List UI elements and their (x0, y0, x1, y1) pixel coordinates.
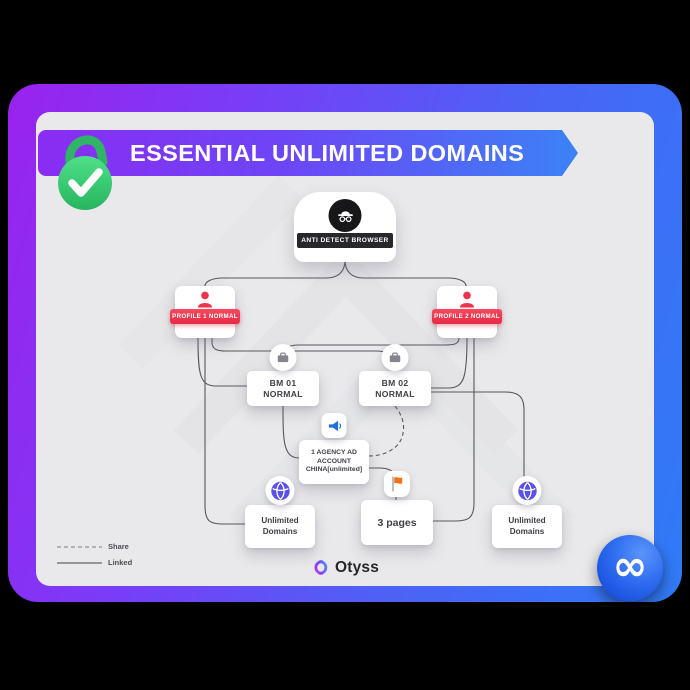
bm-02-line2: NORMAL (375, 388, 415, 399)
node-anti-detect-browser: ANTI DETECT BROWSER (294, 192, 396, 262)
node-unlimited-domains-left: Unlimited Domains (245, 476, 315, 548)
profile-1-label: PROFILE 1 NORMAL (170, 309, 240, 324)
domains-right-line1: Unlimited (508, 516, 546, 526)
domains-right-line2: Domains (509, 526, 545, 536)
node-3-pages: 3 pages (361, 471, 433, 545)
bm-01-line2: NORMAL (263, 388, 303, 399)
browser-label: ANTI DETECT BROWSER (297, 233, 393, 248)
flag-icon (384, 471, 410, 497)
legend-share-label: Share (108, 542, 129, 551)
brand-footer: Otyss (311, 558, 379, 577)
node-unlimited-domains-right: Unlimited Domains (492, 476, 562, 548)
lock-check-icon (58, 135, 112, 210)
incognito-icon (328, 199, 362, 232)
node-profile-2: PROFILE 2 NORMAL (432, 286, 502, 338)
node-agency-account: 1 AGENCY AD ACCOUNT CHINA[unlimited] (299, 413, 369, 484)
page-title: ESSENTIAL UNLIMITED DOMAINS (130, 140, 525, 166)
megaphone-icon (321, 413, 347, 438)
meta-logo: ∞ (597, 535, 663, 601)
header-banner: ESSENTIAL UNLIMITED DOMAINS (38, 130, 578, 176)
brand-name: Otyss (334, 558, 380, 576)
agency-line1: 1 AGENCY AD (311, 449, 357, 457)
node-profile-1: PROFILE 1 NORMAL (170, 286, 240, 338)
otyss-logo-icon (314, 560, 328, 575)
briefcase-icon (269, 344, 297, 371)
pages-label: 3 pages (377, 516, 417, 529)
domains-left-line2: Domains (262, 526, 298, 536)
legend-linked-label: Linked (108, 558, 133, 567)
agency-line3: CHINA[unlimited] (305, 466, 363, 474)
agency-line2: ACCOUNT (317, 457, 351, 465)
person-icon (198, 291, 212, 308)
meta-infinity-symbol: ∞ (612, 541, 648, 590)
node-bm-01: BM 01 NORMAL (247, 344, 319, 406)
globe-icon (512, 476, 542, 505)
profile-2-label: PROFILE 2 NORMAL (432, 309, 502, 324)
person-icon (460, 291, 474, 308)
briefcase-icon (381, 344, 409, 371)
node-bm-02: BM 02 NORMAL (359, 344, 431, 406)
bm-01-line1: BM 01 (269, 378, 297, 389)
domains-left-line1: Unlimited (261, 516, 299, 526)
globe-icon (265, 476, 295, 505)
bm-02-line1: BM 02 (381, 378, 409, 389)
